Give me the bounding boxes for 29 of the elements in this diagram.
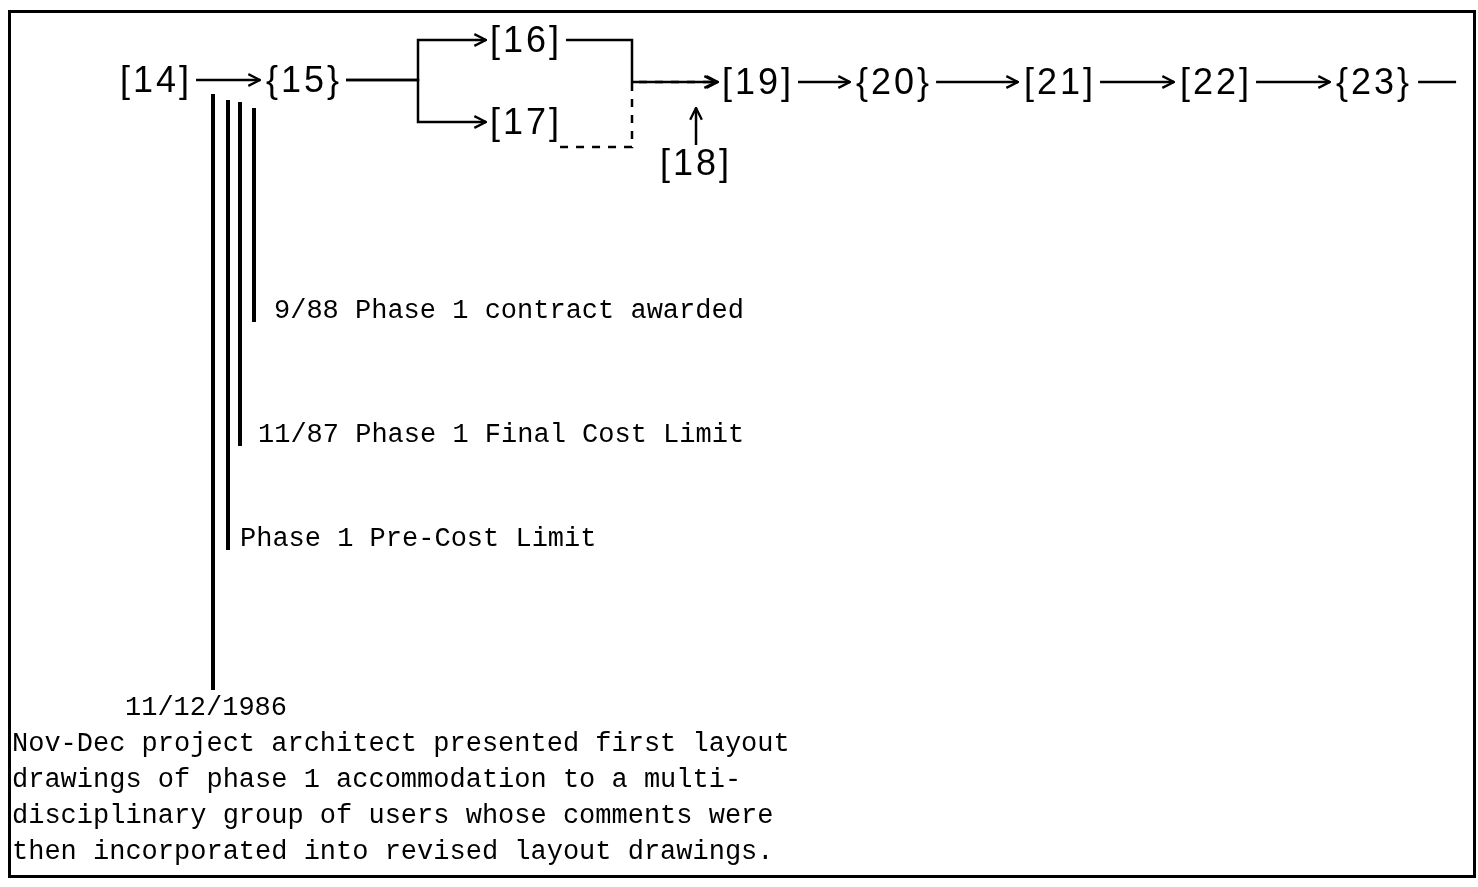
step-label: [18]: [660, 145, 733, 181]
arrow: [798, 75, 852, 89]
arrow: [1100, 75, 1176, 89]
milestone-note: Phase 1 Pre-Cost Limit: [228, 522, 597, 556]
step-label: [19]: [722, 64, 795, 100]
arrow: [689, 106, 703, 145]
connector-line: [1418, 80, 1457, 84]
arrow: [346, 78, 488, 129]
milestone-note: 9/88 Phase 1 contract awarded: [254, 294, 744, 328]
note-text: Nov-Dec project architect presented first layout drawings of phase 1 accommodation to a multi- disciplinary group of users whose comments were then incorporated into revised layout drawings.: [12, 728, 791, 869]
leader-line: [226, 100, 230, 550]
arrow: [936, 75, 1020, 89]
leader-line: [252, 108, 256, 322]
date-text: 11/12/1986: [125, 692, 288, 725]
arrow: [196, 73, 262, 87]
milestone-note: 11/87 Phase 1 Final Cost Limit: [240, 418, 745, 452]
arrow: [566, 38, 720, 89]
arrow: [1256, 75, 1332, 89]
step-label: [22]: [1180, 64, 1253, 100]
leader-line: [238, 102, 242, 446]
arrow: [560, 75, 718, 149]
step-label: [14]: [120, 62, 193, 98]
step-label: [21]: [1024, 64, 1097, 100]
step-label: {15}: [266, 62, 343, 98]
step-label: {20}: [856, 64, 933, 100]
step-label: [17]: [490, 104, 563, 140]
leader-line: [211, 94, 215, 690]
step-label: [16]: [490, 22, 563, 58]
step-label: {23}: [1336, 64, 1413, 100]
